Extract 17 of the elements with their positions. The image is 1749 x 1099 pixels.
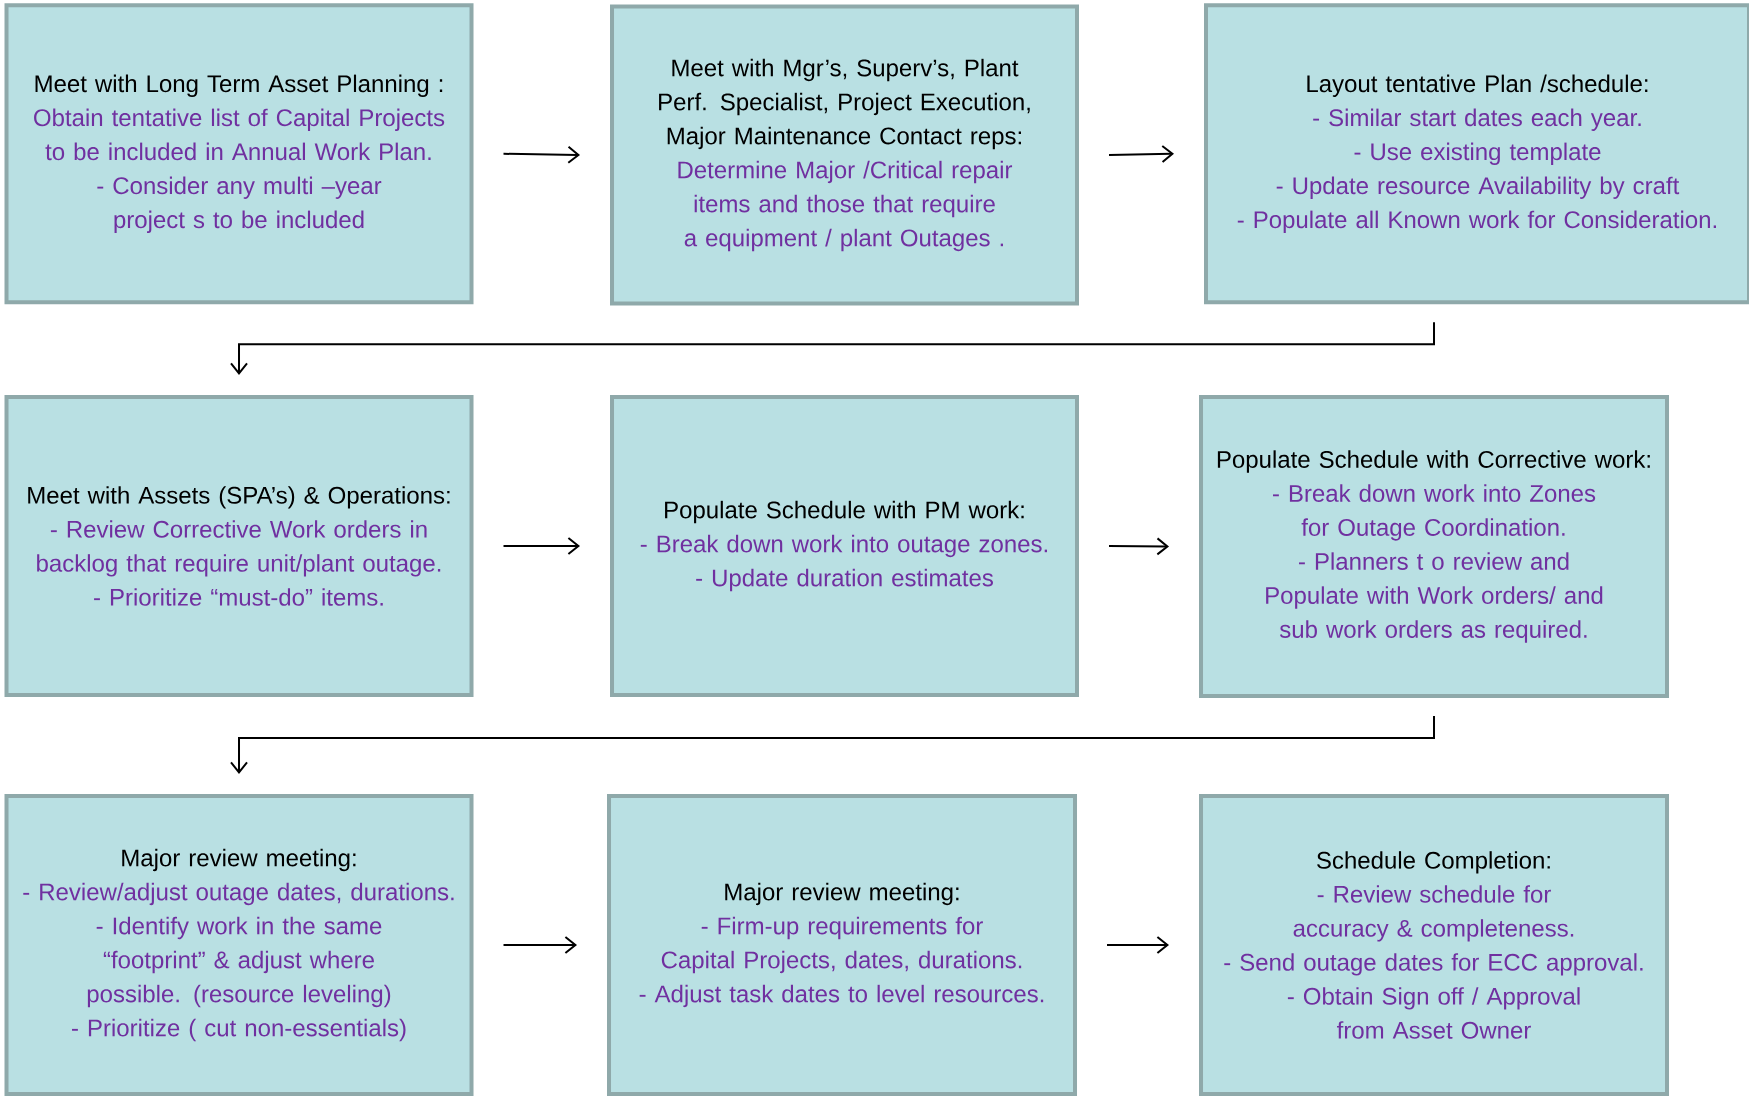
- process-box: Major review meeting: - Review/adjust outage dates, durations. - Identify work in the same “footprint” & adjust where possible. (resource leveling) - Prioritize ( cut non-essentials): [4, 794, 474, 1096]
- process-box: Major review meeting: - Firm-up requirements for Capital Projects, dates, durations. - Adjust task dates to level resources.: [607, 794, 1077, 1096]
- arrow: [230, 321, 1435, 375]
- arrow: [502, 537, 580, 555]
- arrow: [502, 145, 580, 164]
- process-box: Meet with Mgr’s, Superv’s, Plant Perf. Specialist, Project Execution, Major Maintenance Contact reps: Determine Major /Critical repair items and those that require a equipment / plant Outages .: [610, 4, 1079, 306]
- process-box: Meet with Assets (SPA’s) & Operations: - Review Corrective Work orders in backlog that require unit/plant outage. - Prioritize “must-do” items.: [4, 395, 474, 697]
- process-box: Populate Schedule with Corrective work: - Break down work into Zones for Outage Coordination. - Planners t o review and Populate with Work orders/ and sub work orders as required.: [1199, 395, 1669, 698]
- arrow: [230, 715, 1435, 774]
- arrow: [1108, 537, 1169, 556]
- arrow: [1108, 145, 1174, 163]
- process-box: Schedule Completion: - Review schedule for accuracy & completeness. - Send outage dates for ECC approval. - Obtain Sign off / Approval from Asset Owner: [1199, 794, 1669, 1096]
- process-box: Populate Schedule with PM work: - Break down work into outage zones. - Update duration estimates: [610, 395, 1079, 697]
- process-box: Meet with Long Term Asset Planning : Obtain tentative list of Capital Projects to be included in Annual Work Plan. - Consider any multi –year project s to be included: [4, 3, 474, 305]
- arrow: [1106, 936, 1169, 954]
- arrow: [502, 936, 577, 954]
- process-box: Layout tentative Plan /schedule: - Similar start dates each year. - Use existing template - Update resource Availability by craft - Populate all Known work for Consideration.: [1204, 3, 1749, 305]
